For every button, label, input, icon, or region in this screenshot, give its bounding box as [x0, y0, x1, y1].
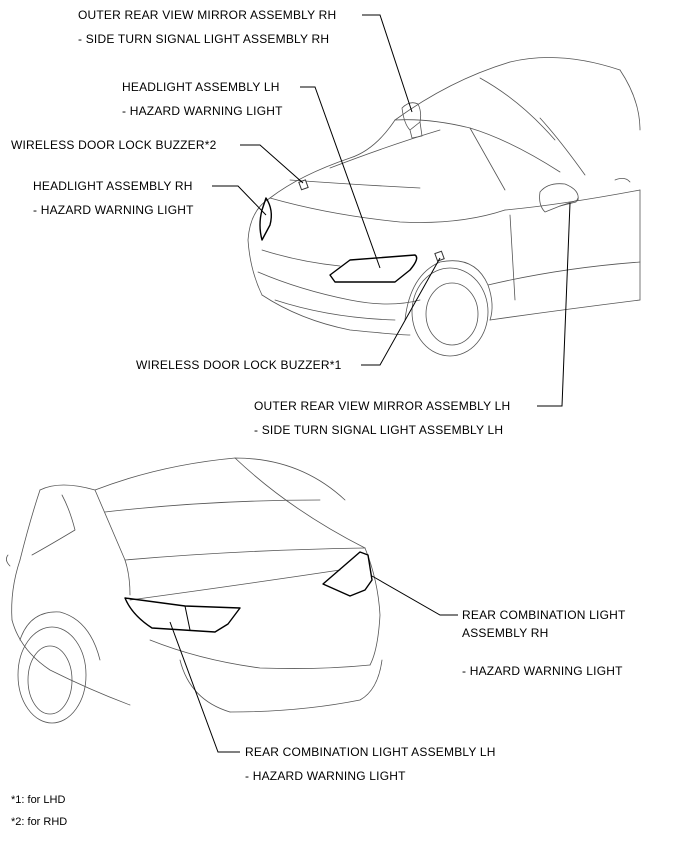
rear-car-body: [6, 457, 383, 724]
leader-headlight-rh: [212, 185, 267, 216]
label-mirror-lh: OUTER REAR VIEW MIRROR ASSEMBLY LH: [254, 399, 511, 413]
label-mirror-rh: OUTER REAR VIEW MIRROR ASSEMBLY RH: [78, 8, 337, 22]
mirror-lh-shape: [539, 183, 579, 213]
headlight-rh-shape: [259, 197, 273, 241]
label-headlight-lh-sub: - HAZARD WARNING LIGHT: [122, 104, 283, 118]
label-rear-lh-sub: - HAZARD WARNING LIGHT: [245, 769, 406, 783]
label-mirror-lh-sub: - SIDE TURN SIGNAL LIGHT ASSEMBLY LH: [254, 423, 504, 437]
leader-rear-rh: [371, 575, 458, 616]
buzzer-1-shape: [434, 250, 445, 262]
footnote-2: *2: for RHD: [11, 816, 68, 828]
label-rear-rh-sub: - HAZARD WARNING LIGHT: [462, 664, 623, 678]
headlight-lh-shape: [329, 254, 418, 283]
label-mirror-rh-sub: - SIDE TURN SIGNAL LIGHT ASSEMBLY RH: [78, 32, 330, 46]
label-buzzer-2: WIRELESS DOOR LOCK BUZZER*2: [11, 138, 217, 152]
label-headlight-rh-sub: - HAZARD WARNING LIGHT: [33, 203, 194, 217]
label-headlight-rh: HEADLIGHT ASSEMBLY RH: [33, 179, 193, 193]
label-buzzer-1: WIRELESS DOOR LOCK BUZZER*1: [136, 358, 342, 372]
label-rear-rh-line2: ASSEMBLY RH: [462, 626, 549, 640]
front-car-body: [247, 57, 641, 357]
label-headlight-lh: HEADLIGHT ASSEMBLY LH: [122, 80, 280, 94]
leader-headlight-lh: [300, 86, 381, 269]
label-rear-rh-line1: REAR COMBINATION LIGHT: [462, 608, 626, 622]
label-rear-lh: REAR COMBINATION LIGHT ASSEMBLY LH: [245, 745, 496, 759]
leader-buzzer-2: [240, 144, 304, 184]
leader-mirror-lh: [537, 202, 571, 407]
rear-light-lh-shape: [124, 597, 241, 633]
leader-buzzer-1: [361, 257, 441, 366]
leader-mirror-rh: [362, 14, 413, 113]
mirror-rh-shape: [401, 102, 423, 139]
footnote-1: *1: for LHD: [11, 794, 66, 806]
rear-light-rh-shape: [322, 551, 373, 597]
buzzer-2-shape: [298, 179, 309, 191]
leader-rear-lh: [169, 621, 240, 753]
